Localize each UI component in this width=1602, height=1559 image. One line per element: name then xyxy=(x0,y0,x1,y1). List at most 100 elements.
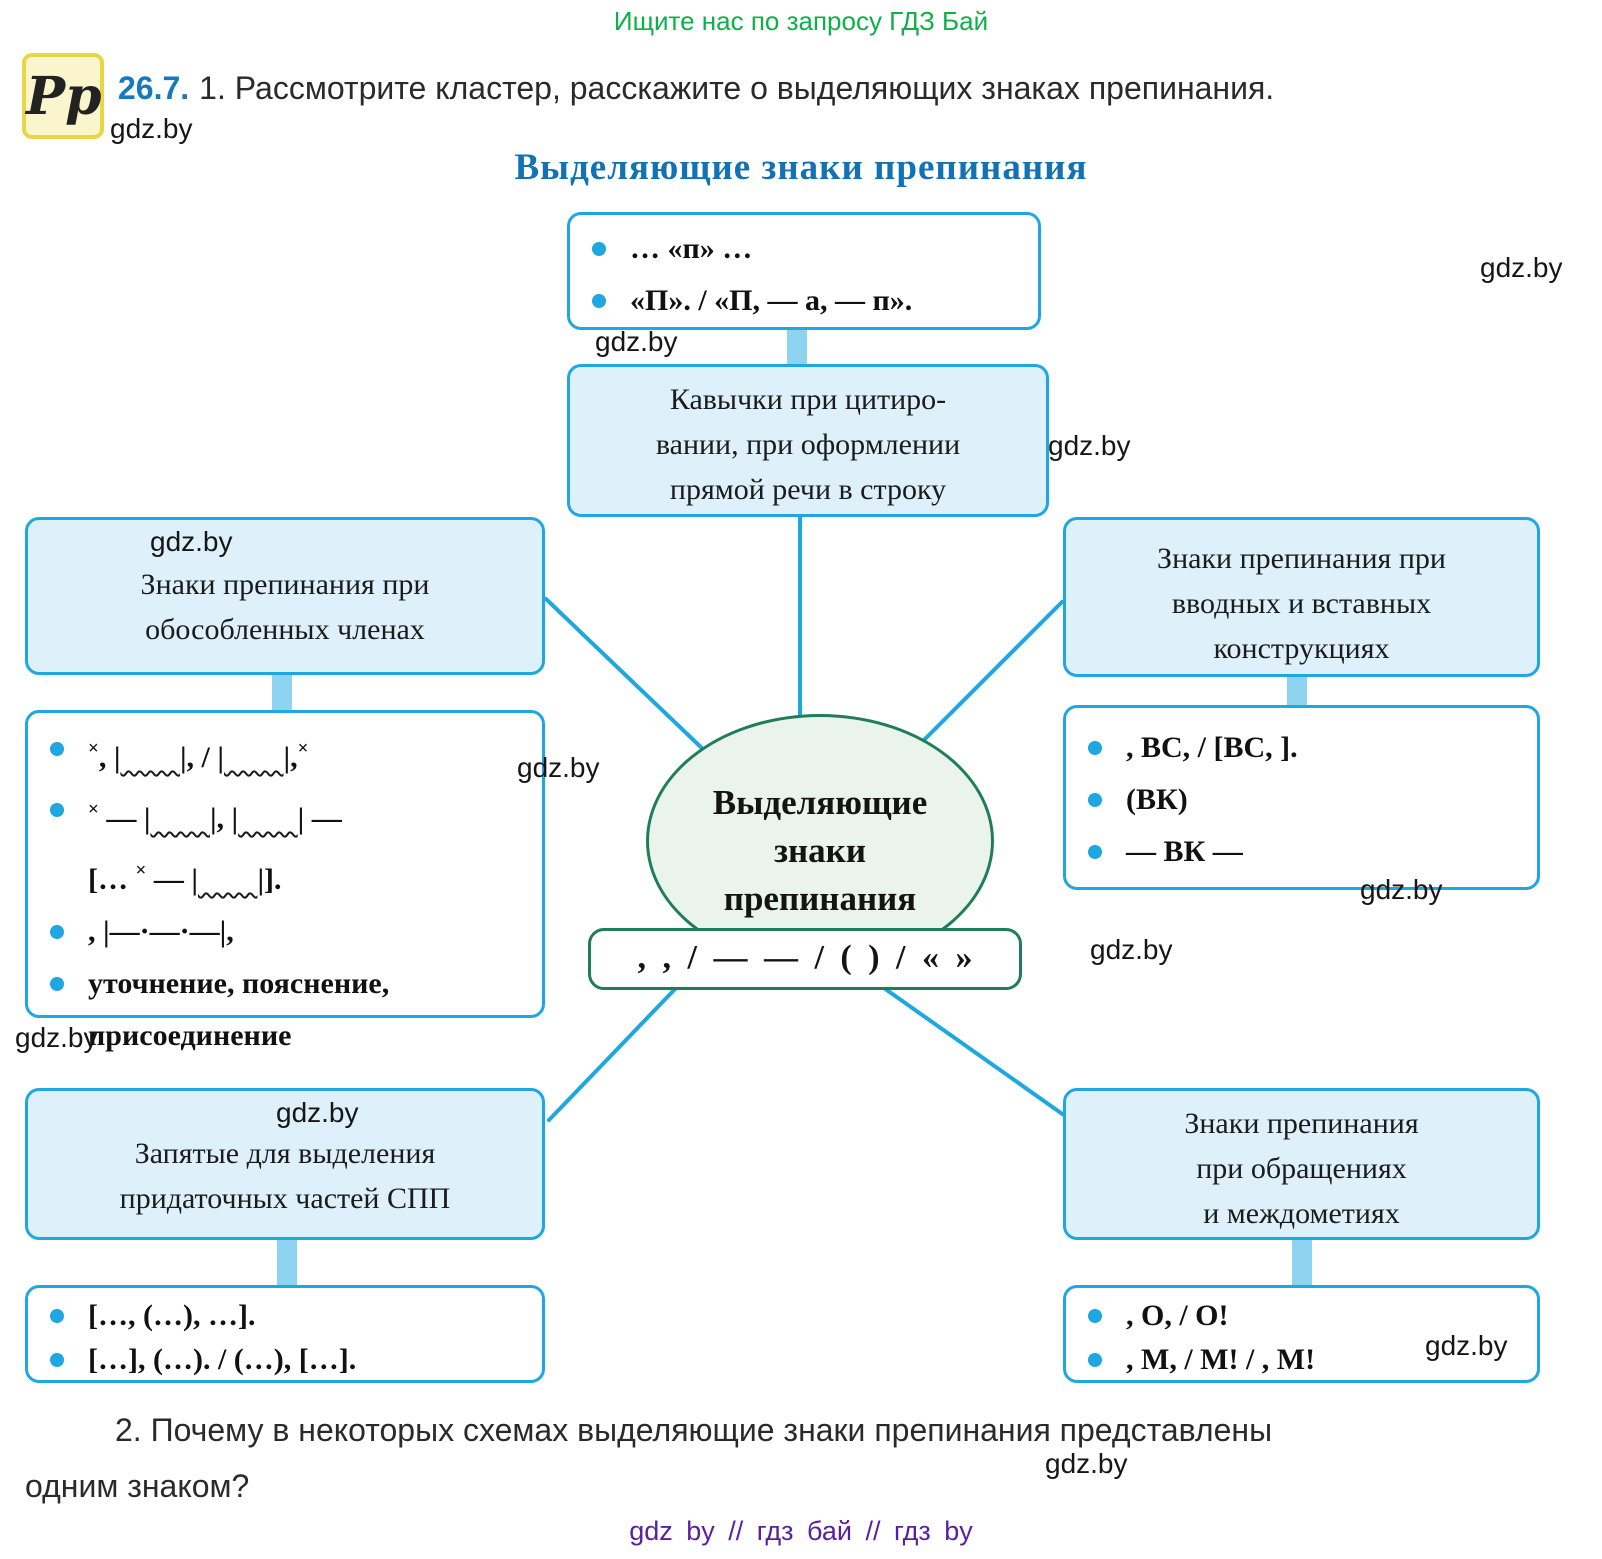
quotes-label-box: Кавычки при цитиро- вании, при оформлени… xyxy=(567,364,1049,517)
schema-row: × — | |, | | — xyxy=(28,784,542,845)
schema-text: уточнение, пояснение, xyxy=(88,967,390,1000)
schema-text: — | xyxy=(98,802,151,835)
schema-row: , О, / О! xyxy=(1066,1294,1537,1338)
address-label-line: при обращениях xyxy=(1196,1152,1407,1185)
schema-text: , | xyxy=(98,741,121,774)
quotes-schema-2: «П». / «П, — а, — п». xyxy=(630,284,913,317)
introductory-label-line: Знаки препинания при xyxy=(1157,542,1446,575)
bullet-icon xyxy=(50,742,64,756)
watermark: gdz.by xyxy=(150,526,233,557)
bullet-icon xyxy=(1088,845,1102,859)
watermark: gdz.by xyxy=(1090,934,1173,965)
wavy-underline xyxy=(238,802,298,835)
exercise-logo-icon: Рр xyxy=(22,53,104,139)
bullet-icon xyxy=(50,1353,64,1367)
connector-bar-top xyxy=(787,324,807,368)
bullet-icon xyxy=(592,294,606,308)
address-schema-box: , О, / О! , М, / М! / , М! xyxy=(1063,1285,1540,1383)
center-node-line: препинания xyxy=(723,879,917,918)
watermark: gdz.by xyxy=(517,752,600,783)
connector-bar-right xyxy=(1287,670,1307,712)
subordinate-label-line: придаточных частей СПП xyxy=(119,1182,451,1215)
watermark: gdz.by xyxy=(276,1097,359,1128)
schema-text: […, (…), …]. xyxy=(88,1299,256,1332)
task-1-text: 1. Рассмотрите кластер, расскажите о выд… xyxy=(199,70,1275,106)
watermark: gdz.by xyxy=(1425,1330,1508,1361)
cross-mark: × xyxy=(297,738,309,759)
schema-text: […], (…). / (…), […]. xyxy=(88,1343,357,1376)
watermark: gdz.by xyxy=(1045,1448,1128,1479)
schema-text: | — xyxy=(297,802,342,835)
center-node-line: знаки xyxy=(773,831,867,870)
schema-text: присоединение xyxy=(88,1019,292,1052)
task-2-line-1: 2. Почему в некоторых схемах выделяющие … xyxy=(115,1412,1273,1448)
schema-row: уточнение, пояснение, xyxy=(28,958,542,1010)
bullet-icon xyxy=(50,977,64,991)
address-label-line: Знаки препинания xyxy=(1184,1107,1419,1140)
quotes-schema-box: … «п» … «П». / «П, — а, — п». xyxy=(567,212,1041,330)
schema-row-continuation: присоединение xyxy=(28,1010,542,1062)
cross-mark: × xyxy=(88,738,99,759)
schema-row: «П». / «П, — а, — п». xyxy=(570,275,1038,327)
center-node: Выделяющие знаки препинания xyxy=(646,714,994,968)
diagram-title: Выделяющие знаки препинания xyxy=(514,147,1088,188)
schema-row: , ВС, / [ВС, ]. xyxy=(1066,722,1537,774)
schema-text: (ВК) xyxy=(1126,783,1188,816)
introductory-label-line: конструкциях xyxy=(1213,632,1390,665)
connector-bar-left xyxy=(272,668,292,716)
schema-text: [… xyxy=(88,863,136,896)
task-2-line-2: одним знаком? xyxy=(25,1468,250,1504)
isolated-label-line: обособленных членах xyxy=(145,613,425,646)
quotes-label-line: Кавычки при цитиро- xyxy=(669,383,947,416)
schema-row: […], (…). / (…), […]. xyxy=(28,1338,542,1382)
isolated-label-line: Знаки препинания при xyxy=(140,568,430,601)
watermark: gdz.by xyxy=(1480,252,1563,283)
isolated-label-box: gdz.by Знаки препинания при обособленных… xyxy=(25,517,545,675)
bullet-icon xyxy=(1088,1353,1102,1367)
footer-links: gdz by // гдз бай // гдз by xyxy=(629,1516,973,1546)
cross-mark: × xyxy=(135,860,147,881)
quotes-label-line: прямой речи в строку xyxy=(669,473,947,506)
bullet-icon xyxy=(50,1309,64,1323)
schema-text: , О, / О! xyxy=(1126,1299,1229,1332)
wavy-underline xyxy=(120,741,180,774)
isolated-schema-box: ×, ||, / ||,× × — ||, || — [… × — ||]. ,… xyxy=(25,710,545,1052)
schema-row: ×, ||, / ||,× xyxy=(28,723,542,784)
bullet-icon xyxy=(50,803,64,817)
watermark: gdz.by xyxy=(1048,430,1131,461)
wavy-underline xyxy=(150,802,210,835)
address-label-line: и междометиях xyxy=(1203,1197,1400,1230)
watermark: gdz.by xyxy=(1360,874,1443,905)
schema-text: , |—·—·—|, xyxy=(88,915,234,948)
task-1-line: 26.7.1. Рассмотрите кластер, расскажите … xyxy=(118,70,1598,107)
quotes-schema-1: … «п» … xyxy=(630,232,753,265)
watermark: gdz.by xyxy=(15,1022,98,1053)
wavy-underline xyxy=(224,741,284,774)
schema-text: — ВК — xyxy=(1126,835,1243,868)
introductory-label-line: вводных и вставных xyxy=(1171,587,1432,620)
bullet-icon xyxy=(50,925,64,939)
center-signs-box: , , / — — / ( ) / « » xyxy=(588,928,1022,990)
schema-row: , |—·—·—|, xyxy=(28,906,542,958)
watermark: gdz.by xyxy=(110,113,193,144)
promo-banner: Ищите нас по запросу ГДЗ Бай xyxy=(613,6,989,36)
quotes-label-line: вании, при оформлении xyxy=(655,428,961,461)
bullet-icon xyxy=(1088,793,1102,807)
subordinate-label-box: gdz.by Запятые для выделения придаточных… xyxy=(25,1088,545,1240)
schema-text: , ВС, / [ВС, ]. xyxy=(1126,731,1298,764)
bullet-icon xyxy=(1088,741,1102,755)
exercise-number: 26.7. xyxy=(118,70,190,106)
schema-row: , М, / М! / , М! xyxy=(1066,1338,1537,1382)
introductory-schema-box: , ВС, / [ВС, ]. (ВК) — ВК — xyxy=(1063,705,1540,890)
watermark: gdz.by xyxy=(595,326,678,357)
schema-text: |]. xyxy=(257,863,282,896)
cross-mark: × xyxy=(88,799,99,820)
center-node-line: Выделяющие xyxy=(712,783,928,822)
schema-text: |, / | xyxy=(179,741,224,774)
schema-text: |, | xyxy=(209,802,239,835)
schema-row: … «п» … xyxy=(570,223,1038,275)
schema-text: |, xyxy=(283,741,298,774)
schema-text: — | xyxy=(146,863,198,896)
schema-text: , М, / М! / , М! xyxy=(1126,1343,1316,1376)
